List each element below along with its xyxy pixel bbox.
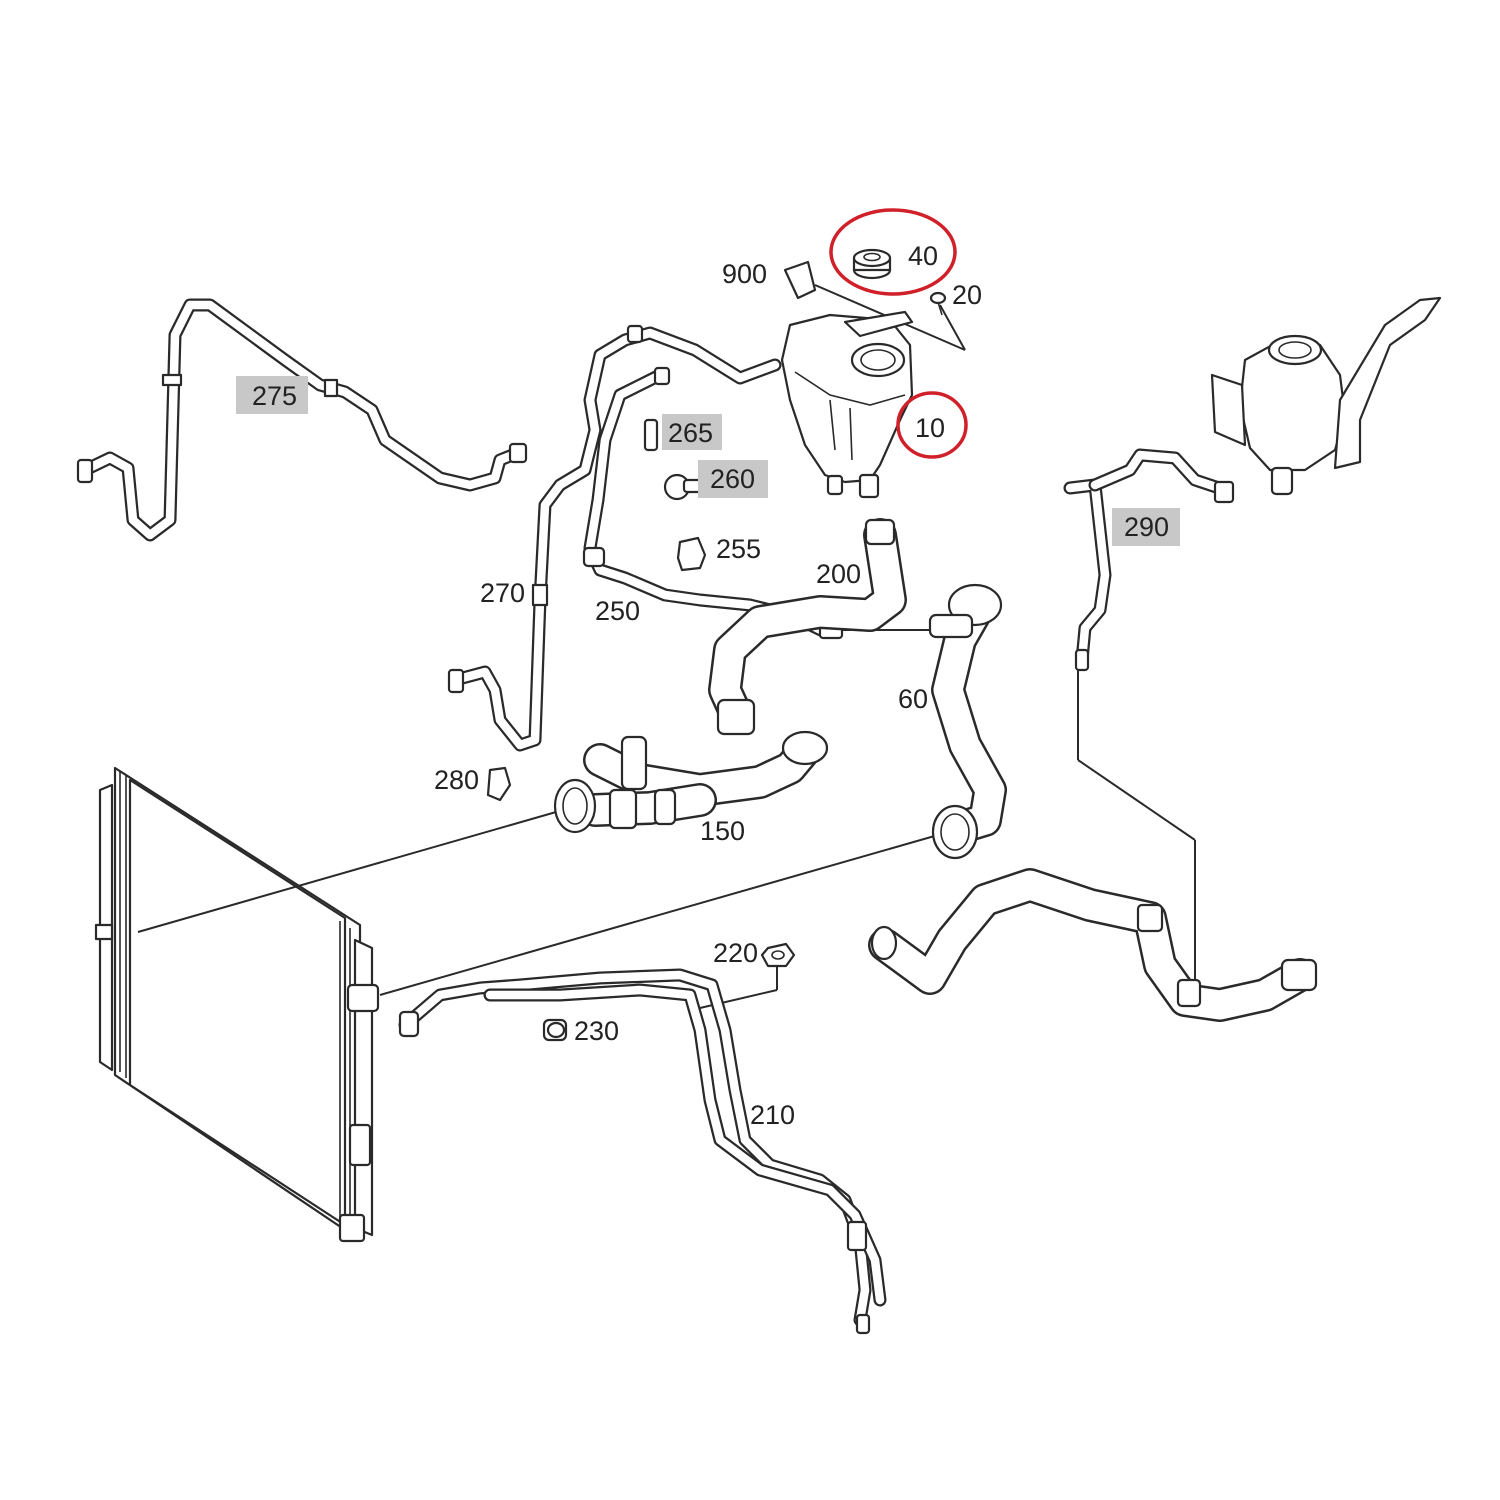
label-40: 40 <box>908 241 938 271</box>
pipe-275 <box>76 298 528 542</box>
expansion-tank-10 <box>780 310 914 499</box>
shade-box-265 <box>662 414 722 450</box>
label-265: 265 <box>668 418 713 448</box>
clip-230 <box>542 1018 568 1042</box>
expansion-tank-alt <box>1210 296 1442 496</box>
highlights <box>829 208 968 459</box>
shaded-label-boxes <box>236 376 1180 546</box>
nut-220 <box>760 942 796 968</box>
pipe-210 <box>398 968 887 1335</box>
radiator <box>94 766 380 1243</box>
cap-40 <box>852 248 892 280</box>
label-275: 275 <box>252 381 297 411</box>
hose-200 <box>708 518 907 736</box>
leader-lines <box>137 284 1196 1009</box>
label-60: 60 <box>898 684 928 714</box>
pipe-270 <box>447 324 782 752</box>
label-250: 250 <box>595 596 640 626</box>
label-150: 150 <box>700 816 745 846</box>
label-210: 210 <box>750 1100 795 1130</box>
bracket-900 <box>783 260 817 300</box>
label-255: 255 <box>716 534 761 564</box>
part-labels: 900 40 20 10 275 265 260 255 200 270 250… <box>252 241 1169 1130</box>
pipe-290 <box>1063 448 1235 672</box>
highlight-circle-10 <box>896 391 968 459</box>
shade-box-260 <box>698 460 768 498</box>
label-280: 280 <box>434 765 479 795</box>
label-290: 290 <box>1124 512 1169 542</box>
label-200: 200 <box>816 559 861 589</box>
hose-60 <box>928 583 1007 860</box>
label-260: 260 <box>710 464 755 494</box>
label-270: 270 <box>480 578 525 608</box>
label-10: 10 <box>915 413 945 443</box>
screw-20 <box>929 291 947 316</box>
highlight-circle-40 <box>829 208 957 296</box>
hose-150 <box>553 730 829 834</box>
label-900: 900 <box>722 259 767 289</box>
label-220: 220 <box>713 938 758 968</box>
label-230: 230 <box>574 1016 619 1046</box>
shade-box-275 <box>236 376 308 414</box>
label-20: 20 <box>952 280 982 310</box>
hose-lower-right <box>868 868 1318 1022</box>
shade-box-290 <box>1112 508 1180 546</box>
